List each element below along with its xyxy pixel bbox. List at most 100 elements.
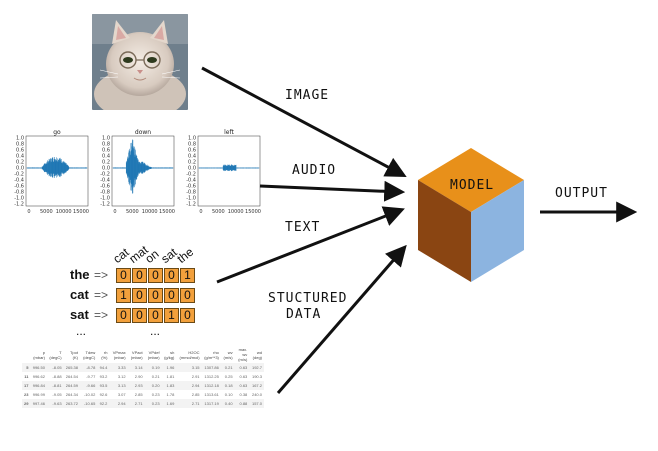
table-cell: 1307.86 <box>201 363 221 372</box>
table-cell: 0.23 <box>151 392 160 397</box>
y-tick-label: -0.2 <box>14 172 24 178</box>
table-cell: 1.83 <box>161 381 177 390</box>
table-cell: -8.81 <box>46 381 64 390</box>
table-cell: 264.34 <box>65 392 78 397</box>
table-cell: 2.71 <box>176 399 202 408</box>
onehot-cell: 0 <box>116 268 131 283</box>
table-row-index: 23 <box>24 392 29 397</box>
table-cell: 996.62 <box>32 374 45 379</box>
y-tick-label: 0.2 <box>188 160 196 166</box>
table-cell: 0.63 <box>234 381 250 390</box>
table-cell: 1313.61 <box>204 392 219 397</box>
x-tick-label: 15000 <box>159 209 175 215</box>
table-row-index: 5 <box>22 363 31 372</box>
x-tick-label: 0 <box>199 209 202 215</box>
table-column-header: rh (%) <box>101 349 108 360</box>
table-cell: 996.99 <box>32 392 45 397</box>
x-tick-label: 0 <box>27 209 30 215</box>
x-tick-label: 15000 <box>73 209 89 215</box>
table-cell: 3.14 <box>127 363 145 372</box>
table-cell: 997.46 <box>30 399 47 408</box>
table-column-header: sh (g/kg) <box>164 349 175 360</box>
table-cell: 94.4 <box>97 363 110 372</box>
onehot-row-arrow: => <box>94 288 109 302</box>
model-label: MODEL <box>450 178 495 193</box>
table-cell: 192.7 <box>249 363 264 372</box>
table-cell: -9.77 <box>86 374 96 379</box>
table-cell: 2.93 <box>127 381 145 390</box>
y-tick-label: 0.2 <box>102 160 110 166</box>
y-tick-label: 0.4 <box>188 154 196 160</box>
table-cell: 2.94 <box>176 381 202 390</box>
table-cell: -9.05 <box>52 392 62 397</box>
table-cell: -9.63 <box>46 399 64 408</box>
y-tick-label: -0.8 <box>100 190 110 196</box>
x-tick-label: 0 <box>113 209 116 215</box>
y-tick-label: -0.6 <box>100 184 110 190</box>
table-cell: 2.85 <box>191 392 200 397</box>
onehot-cell: 0 <box>164 288 179 303</box>
y-tick-label: -0.4 <box>14 178 24 184</box>
y-tick-label: -1.0 <box>186 196 196 202</box>
audio-arrow <box>259 180 406 202</box>
table-cell: -9.66 <box>80 381 98 390</box>
table-cell: 0.20 <box>144 381 162 390</box>
y-tick-label: 0.4 <box>16 154 24 160</box>
y-tick-label: 1.0 <box>16 136 24 142</box>
table-cell: 1.96 <box>161 363 177 372</box>
y-tick-label: 1.0 <box>102 136 110 142</box>
structured-label-line1: STUCTURED <box>268 291 348 306</box>
y-tick-label: -0.2 <box>186 172 196 178</box>
table-cell: 996.50 <box>30 363 47 372</box>
y-tick-label: -1.0 <box>14 196 24 202</box>
onehot-cell: 0 <box>148 268 163 283</box>
y-tick-label: 1.0 <box>188 136 196 142</box>
y-tick-label: 0.6 <box>102 148 110 154</box>
waveform-panel-left: left1.00.80.60.40.20.0-0.2-0.4-0.6-0.8-1… <box>186 129 261 215</box>
onehot-row-arrow: => <box>94 268 109 282</box>
waveform-frame <box>197 135 261 207</box>
table-cell: 0.23 <box>144 399 162 408</box>
table-column-header: wv (m/s) <box>223 349 233 360</box>
onehot-row-arrow: => <box>94 308 109 322</box>
onehot-cell: 0 <box>180 308 195 323</box>
table-cell: 0.21 <box>220 363 235 372</box>
table-cell: -8.05 <box>46 363 64 372</box>
table-cell: 265.38 <box>63 363 80 372</box>
onehot-row-word: cat <box>70 287 89 302</box>
onehot-col-ellipsis: ... <box>150 324 161 338</box>
onehot-cell: 1 <box>180 268 195 283</box>
table-cell: 157.0 <box>249 399 264 408</box>
table-cell: 167.2 <box>249 381 264 390</box>
y-tick-label: -1.2 <box>14 202 24 208</box>
image-label: IMAGE <box>285 88 330 103</box>
onehot-row-ellipsis: ... <box>76 324 87 338</box>
x-tick-label: 5000 <box>40 209 53 215</box>
table-column-header: T (degC) <box>49 349 62 360</box>
table-cell: 2.71 <box>127 399 145 408</box>
output-label: OUTPUT <box>555 186 608 201</box>
table-cell: 1.81 <box>166 374 175 379</box>
table-row-index: 17 <box>22 381 31 390</box>
table-cell: 1.78 <box>166 392 175 397</box>
table-cell: 2.90 <box>134 374 143 379</box>
table-cell: 3.12 <box>117 374 126 379</box>
table-cell: -8.88 <box>52 374 62 379</box>
table-cell: 3.33 <box>109 363 128 372</box>
onehot-row-word: the <box>70 267 90 282</box>
onehot-cell: 0 <box>132 288 147 303</box>
table-cell: 1317.19 <box>201 399 221 408</box>
table-cell: 0.18 <box>220 381 235 390</box>
onehot-cell: 0 <box>180 288 195 303</box>
image-arrow <box>201 66 407 177</box>
table-cell: 240.0 <box>251 392 262 397</box>
table-cell: 92.6 <box>99 392 108 397</box>
y-tick-label: 0.8 <box>16 142 24 148</box>
onehot-cell: 0 <box>116 308 131 323</box>
x-tick-label: 10000 <box>56 209 72 215</box>
